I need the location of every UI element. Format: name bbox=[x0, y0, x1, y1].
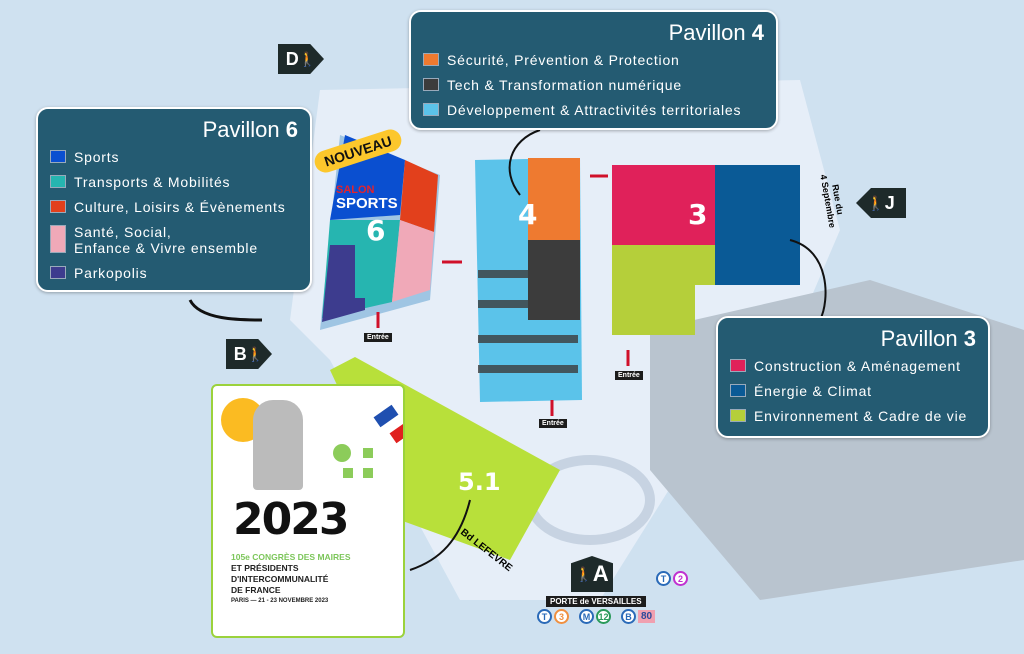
poster-text: 105e CONGRÈS DES MAIRES ET PRÉSIDENTS D'… bbox=[231, 552, 351, 607]
zone-securite bbox=[528, 158, 580, 240]
zone-energie bbox=[715, 165, 800, 285]
porte-j[interactable]: 🚶J bbox=[856, 188, 906, 218]
legend-number: 6 bbox=[285, 117, 298, 142]
color-swatch bbox=[423, 53, 439, 66]
poster-line: ET PRÉSIDENTS bbox=[231, 563, 299, 573]
zone-culture bbox=[400, 160, 438, 232]
building-label-5-1: 5.1 bbox=[458, 468, 501, 496]
line-t2: 2 bbox=[673, 571, 688, 586]
legend-label: Environnement & Cadre de vie bbox=[754, 408, 968, 424]
poster-line: PARIS — 21 - 23 NOVEMBRE 2023 bbox=[231, 598, 329, 604]
legend-number: 3 bbox=[963, 326, 976, 351]
color-swatch bbox=[50, 266, 66, 279]
gate-letter: A bbox=[592, 561, 609, 586]
entrance-label: Entrée bbox=[615, 371, 643, 380]
marianne-bust-image bbox=[253, 400, 303, 490]
gate-letter: D bbox=[285, 48, 299, 69]
legend-item: Énergie & Climat bbox=[730, 383, 976, 399]
legend-label: Transports & Mobilités bbox=[74, 174, 231, 190]
porte-de-versailles-label: PORTE de VERSAILLES bbox=[546, 596, 646, 607]
color-swatch bbox=[730, 409, 746, 422]
legend-item: Sports bbox=[50, 149, 298, 165]
line-t3: 3 bbox=[554, 609, 569, 624]
legend-item: Construction & Aménagement bbox=[730, 358, 976, 374]
legend-item: Santé, Social,Enfance & Vivre ensemble bbox=[50, 224, 298, 256]
zone-environnement bbox=[612, 245, 715, 335]
transit-lines: T 3 M 12 B 80 bbox=[537, 609, 656, 624]
legend-label: Construction & Aménagement bbox=[754, 358, 961, 374]
zone-sante bbox=[392, 220, 434, 302]
building-label-4: 4 bbox=[518, 198, 538, 231]
legend-item: Tech & Transformation numérique bbox=[423, 77, 764, 93]
zone-construction bbox=[612, 165, 715, 245]
poster-line: 105e CONGRÈS DES MAIRES bbox=[231, 552, 351, 562]
color-swatch bbox=[50, 200, 66, 213]
poster-line: DE FRANCE bbox=[231, 585, 281, 595]
green-dot bbox=[333, 444, 351, 462]
legend-item: Environnement & Cadre de vie bbox=[730, 408, 976, 424]
color-swatch bbox=[50, 150, 66, 163]
legend-item: Parkopolis bbox=[50, 265, 298, 281]
legend-item: Développement & Attractivités territoria… bbox=[423, 102, 764, 118]
zone-tech bbox=[528, 240, 580, 320]
poster-year: 2023 bbox=[233, 494, 349, 545]
legend-label: Sports bbox=[74, 149, 120, 165]
legend-number: 4 bbox=[751, 20, 764, 45]
tram-icon: T bbox=[537, 609, 552, 624]
flag-icon bbox=[389, 420, 403, 444]
color-swatch bbox=[50, 225, 66, 253]
legend-label: Enfance & Vivre ensemble bbox=[74, 240, 258, 256]
building-label-6: 6 bbox=[366, 214, 386, 247]
pedestrian-icon: 🚶 bbox=[867, 194, 885, 211]
legend-label: Sécurité, Prévention & Protection bbox=[447, 52, 680, 68]
tram-icon: T bbox=[656, 571, 671, 586]
legend-label: Parkopolis bbox=[74, 265, 148, 281]
line-m12: 12 bbox=[596, 609, 611, 624]
pavillon-3-legend: Pavillon 3 Construction & Aménagement Én… bbox=[716, 316, 990, 438]
legend-label: Développement & Attractivités territoria… bbox=[447, 102, 742, 118]
line-bus-80: 80 bbox=[638, 610, 656, 623]
legend-label: Santé, Social, bbox=[74, 224, 172, 240]
gate-letter: B bbox=[233, 343, 247, 364]
color-swatch bbox=[423, 78, 439, 91]
congres-poster: 2023 105e CONGRÈS DES MAIRES ET PRÉSIDEN… bbox=[211, 384, 405, 638]
entrance-label: Entrée bbox=[539, 419, 567, 428]
logo-text: SPORTS bbox=[336, 195, 398, 212]
bus-icon: B bbox=[621, 609, 636, 624]
color-swatch bbox=[730, 359, 746, 372]
legend-label: Énergie & Climat bbox=[754, 383, 872, 399]
transit-t2: T 2 bbox=[656, 571, 690, 586]
color-swatch bbox=[423, 103, 439, 116]
legend-label: Culture, Loisirs & Évènements bbox=[74, 199, 286, 215]
pedestrian-icon: 🚶 bbox=[298, 50, 317, 67]
pedestrian-icon: 🚶 bbox=[246, 345, 265, 362]
building-label-3: 3 bbox=[688, 198, 708, 231]
porte-a[interactable]: 🚶A bbox=[571, 556, 613, 592]
zone-parkopolis bbox=[322, 245, 365, 322]
entrance-label: Entrée bbox=[364, 333, 392, 342]
legend-title: Pavillon bbox=[202, 117, 280, 142]
legend-item: Culture, Loisirs & Évènements bbox=[50, 199, 298, 215]
legend-label: Tech & Transformation numérique bbox=[447, 77, 682, 93]
pavillon-6-legend: Pavillon 6 Sports Transports & Mobilités… bbox=[36, 107, 312, 292]
pavilion-4-rows bbox=[478, 270, 578, 373]
gate-letter: J bbox=[884, 192, 895, 213]
green-squares bbox=[363, 448, 373, 458]
poster-line: D'INTERCOMMUNALITÉ bbox=[231, 574, 329, 584]
legend-title: Pavillon bbox=[880, 326, 958, 351]
pedestrian-icon: 🚶 bbox=[575, 565, 593, 582]
legend-item: Transports & Mobilités bbox=[50, 174, 298, 190]
pavillon-4-legend: Pavillon 4 Sécurité, Prévention & Protec… bbox=[409, 10, 778, 130]
logo-text: SALON bbox=[336, 184, 375, 196]
legend-item: Sécurité, Prévention & Protection bbox=[423, 52, 764, 68]
color-swatch bbox=[730, 384, 746, 397]
entrance-arrows bbox=[376, 174, 630, 416]
flag-icon bbox=[373, 404, 399, 428]
metro-icon: M bbox=[579, 609, 594, 624]
color-swatch bbox=[50, 175, 66, 188]
legend-title: Pavillon bbox=[668, 20, 746, 45]
